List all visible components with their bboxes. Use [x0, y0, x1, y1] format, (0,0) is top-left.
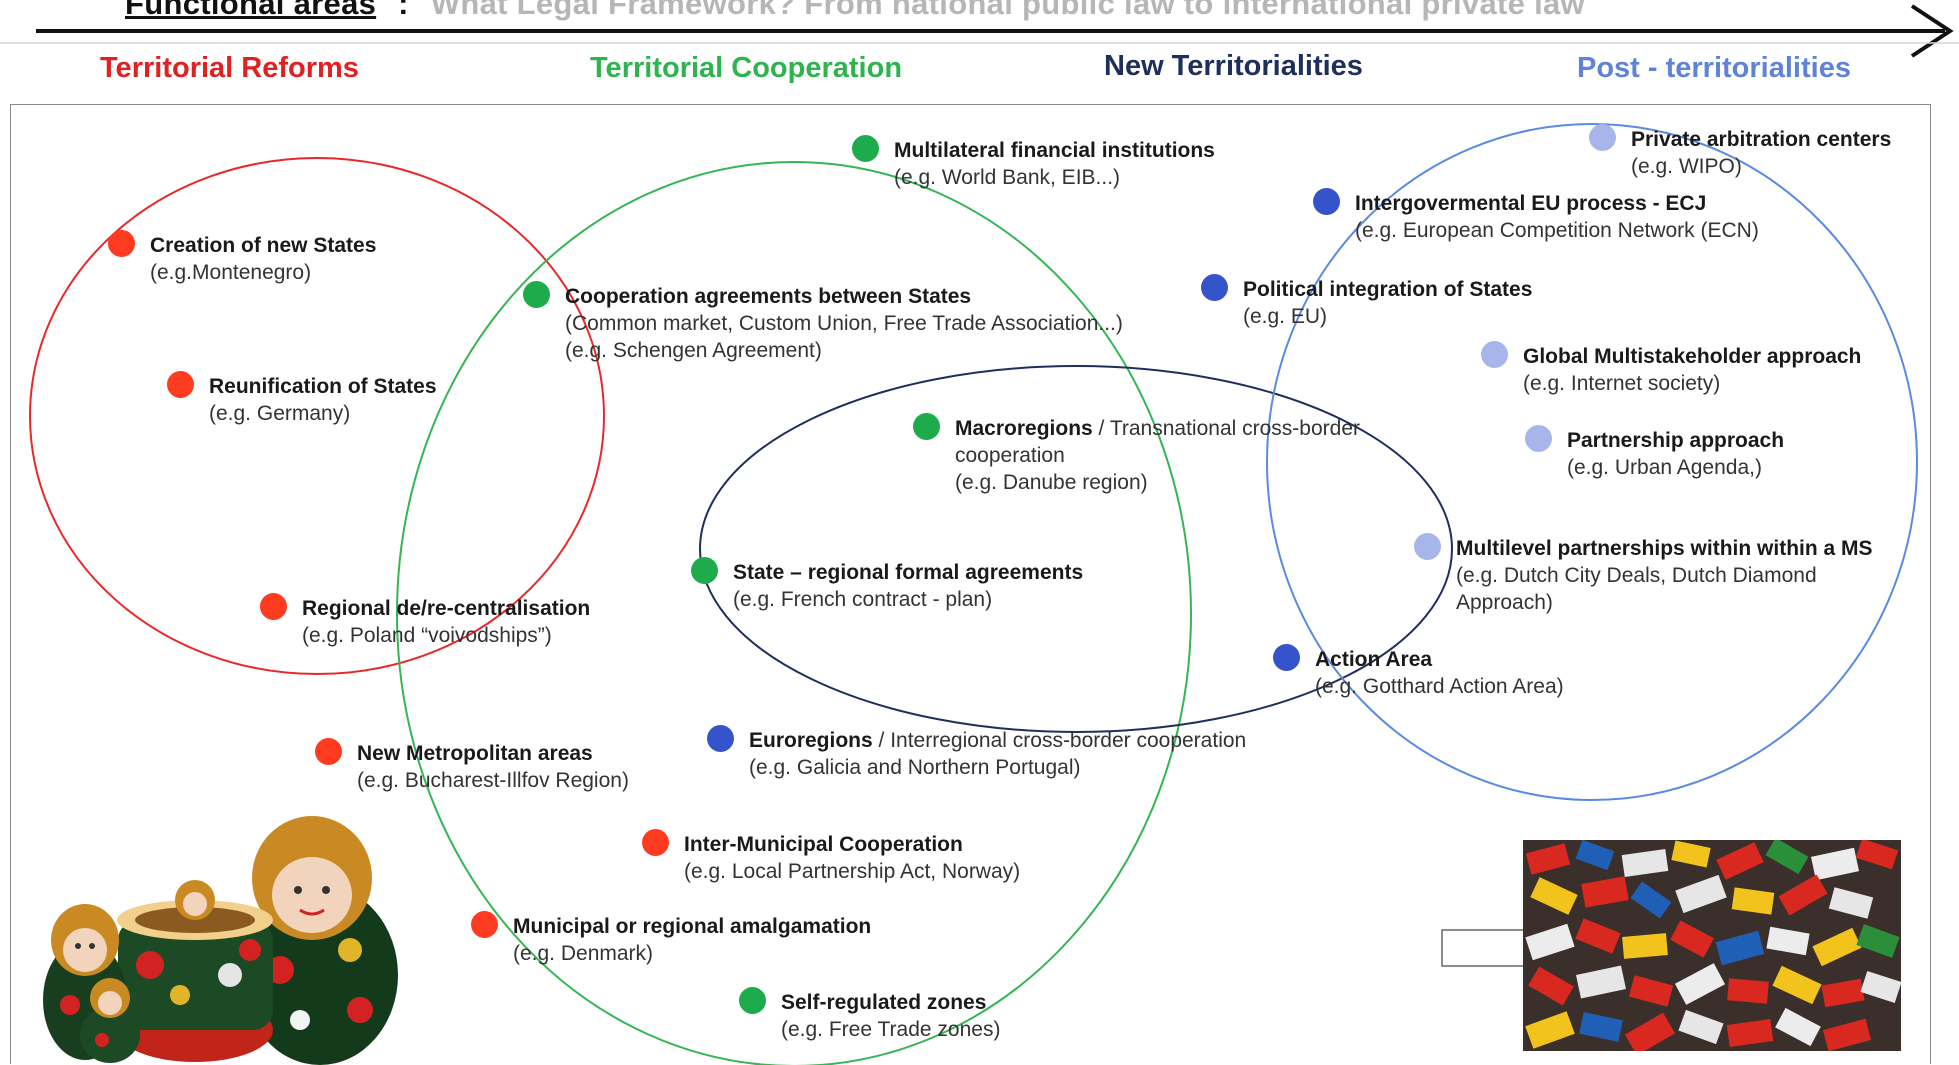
item-cooperation-agreements: Cooperation agreements between States (C…: [523, 281, 1123, 364]
item-new-metropolitan-areas: New Metropolitan areas (e.g. Bucharest-I…: [315, 738, 629, 794]
red-dot: [108, 230, 135, 257]
dark-blue-dot: [707, 725, 734, 752]
item-example: (e.g. Galicia and Northern Portugal): [749, 756, 1081, 779]
item-regional-decentralisation: Regional de/re-centralisation (e.g. Pola…: [260, 593, 591, 649]
item-example: (e.g. Denmark): [513, 942, 654, 965]
item-example: (e.g. Local Partnership Act, Norway): [684, 860, 1021, 883]
item-title: Action Area: [1315, 648, 1433, 671]
item-municipal-amalgamation: Municipal or regional amalgamation (e.g.…: [471, 911, 872, 967]
green-dot: [691, 557, 718, 584]
item-example: (e.g. WIPO): [1631, 155, 1742, 178]
matryoshka-dolls-image: [43, 816, 398, 1065]
item-action-area: Action Area (e.g. Gotthard Action Area): [1273, 644, 1564, 700]
lego-bricks-image: [1523, 840, 1901, 1051]
item-inter-municipal-cooperation: Inter-Municipal Cooperation (e.g. Local …: [642, 829, 1021, 885]
item-example: (e.g. French contract - plan): [733, 588, 993, 611]
green-dot: [852, 135, 879, 162]
header-title-separator: :: [398, 0, 409, 21]
item-title: New Metropolitan areas: [357, 742, 593, 765]
red-dot: [471, 911, 498, 938]
header-arrow: [0, 4, 1959, 58]
light-blue-dot: [1525, 425, 1552, 452]
item-title: State – regional formal agreements: [733, 561, 1084, 584]
item-title: Euroregions: [749, 729, 873, 752]
doll-tiny: [80, 978, 140, 1063]
item-example: (e.g. World Bank, EIB...): [894, 166, 1121, 189]
item-example: (e.g. EU): [1243, 305, 1328, 328]
item-title: Political integration of States: [1243, 278, 1533, 301]
red-dot: [315, 738, 342, 765]
header-title: Functional areas: What Legal Framework? F…: [125, 0, 1585, 22]
light-blue-dot: [1481, 341, 1508, 368]
category-territorial-reforms: Territorial Reforms: [100, 52, 359, 84]
red-dot: [642, 829, 669, 856]
doll-small: [43, 904, 127, 1060]
doll-open: [117, 880, 273, 1062]
dark-blue-dot: [1313, 188, 1340, 215]
light-blue-dot: [1414, 533, 1441, 560]
category-post-territorialities: Post - territorialities: [1577, 52, 1851, 84]
item-reunification-of-states: Reunification of States (e.g. Germany): [167, 371, 437, 427]
dark-blue-dot: [1201, 274, 1228, 301]
item-example: (e.g. Internet society): [1523, 372, 1721, 395]
item-political-integration: Political integration of States (e.g. EU…: [1201, 274, 1533, 330]
red-dot: [260, 593, 287, 620]
item-example: (e.g. Dutch City Deals, Dutch Diamond Ap…: [1456, 564, 1817, 614]
item-creation-of-new-states: Creation of new States (e.g.Montenegro): [108, 230, 377, 286]
item-example: (e.g. Poland “voivodships”): [302, 624, 552, 647]
lego-bricks-pattern: [1523, 840, 1901, 1051]
item-subtitle: / Interregional cross-border cooperation: [872, 729, 1247, 752]
item-title: Intergovermental EU process - ECJ: [1355, 192, 1707, 215]
item-example: (e.g. Free Trade zones): [781, 1018, 1001, 1041]
item-title: Reunification of States: [209, 375, 437, 398]
item-example: (e.g. Germany): [209, 402, 351, 425]
item-intergovernmental-eu-process: Intergovermental EU process - ECJ (e.g. …: [1313, 188, 1759, 244]
diagram-frame: [10, 104, 1931, 1064]
item-title: Self-regulated zones: [781, 991, 987, 1014]
item-subtitle: / Transnational cross-border: [1092, 417, 1360, 440]
item-example: (e.g. Gotthard Action Area): [1315, 675, 1564, 698]
light-blue-dot: [1589, 124, 1616, 151]
item-subtitle-continued: cooperation: [955, 444, 1065, 467]
item-partnership-approach: Partnership approach (e.g. Urban Agenda,…: [1525, 425, 1785, 481]
item-example: (e.g. Schengen Agreement): [565, 339, 822, 362]
item-macroregions: Macroregions / Transnational cross-borde…: [913, 413, 1360, 496]
green-dot: [523, 281, 550, 308]
item-euroregions: Euroregions / Interregional cross-border…: [707, 725, 1247, 781]
item-title: Macroregions: [955, 417, 1093, 440]
item-title: Municipal or regional amalgamation: [513, 915, 872, 938]
dark-blue-dot: [1273, 644, 1300, 671]
green-dot: [739, 987, 766, 1014]
item-example: (e.g. Bucharest-Illfov Region): [357, 769, 629, 792]
item-example: (e.g.Montenegro): [150, 261, 312, 284]
item-multilateral-financial-institutions: Multilateral financial institutions (e.g…: [852, 135, 1215, 191]
item-title: Global Multistakeholder approach: [1523, 345, 1862, 368]
item-title: Cooperation agreements between States: [565, 285, 972, 308]
item-example: (e.g. Urban Agenda,): [1567, 456, 1762, 479]
item-global-multistakeholder: Global Multistakeholder approach (e.g. I…: [1481, 341, 1862, 397]
category-new-territorialities: New Territorialities: [1104, 50, 1363, 82]
item-title: Regional de/re-centralisation: [302, 597, 591, 620]
item-title: Partnership approach: [1567, 429, 1785, 452]
red-dot: [167, 371, 194, 398]
item-title: Multilateral financial institutions: [894, 139, 1215, 162]
header-title-main: Functional areas: [125, 0, 377, 21]
item-example: (e.g. Danube region): [955, 471, 1148, 494]
item-state-regional-agreements: State – regional formal agreements (e.g.…: [691, 557, 1084, 613]
item-title: Private arbitration centers: [1631, 128, 1892, 151]
doll-large: [242, 816, 398, 1065]
item-multilevel-partnerships: Multilevel partnerships within within a …: [1414, 533, 1896, 616]
header-title-rest: What Legal Framework? From national publ…: [430, 0, 1585, 21]
category-territorial-cooperation: Territorial Cooperation: [590, 52, 903, 84]
item-subtitle: (Common market, Custom Union, Free Trade…: [565, 312, 1123, 335]
green-dot: [913, 413, 940, 440]
item-self-regulated-zones: Self-regulated zones (e.g. Free Trade zo…: [739, 987, 1001, 1043]
item-title: Multilevel partnerships within within a …: [1456, 537, 1873, 560]
item-title: Creation of new States: [150, 234, 377, 257]
item-private-arbitration-centers: Private arbitration centers (e.g. WIPO): [1589, 124, 1892, 180]
item-example: (e.g. European Competition Network (ECN): [1355, 219, 1759, 242]
item-title: Inter-Municipal Cooperation: [684, 833, 963, 856]
